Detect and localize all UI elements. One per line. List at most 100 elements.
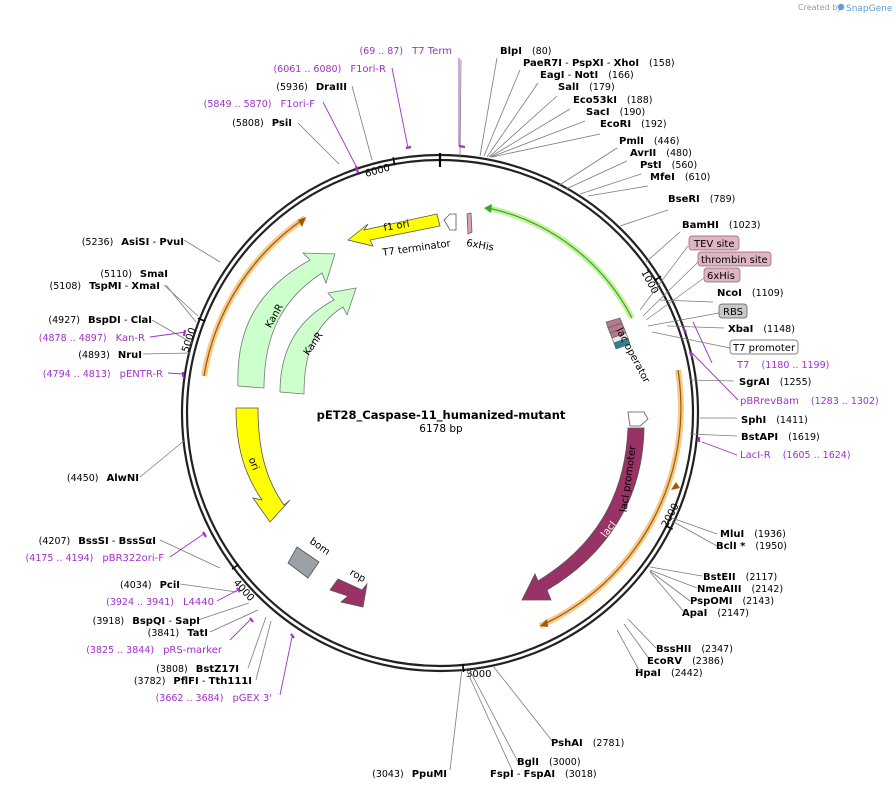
- enzyme-label: PmlI(446): [619, 136, 679, 147]
- enzyme-label: (3808) BstZ17I: [156, 664, 239, 675]
- enzyme-name: AvrII: [630, 148, 656, 159]
- enzyme-position: (1148): [763, 324, 795, 335]
- enzyme-name: PspOMI: [690, 596, 732, 607]
- enzyme-separator: -: [604, 58, 614, 69]
- tick-mark: [392, 157, 396, 166]
- enzyme-label: BclI *(1950): [716, 541, 787, 552]
- enzyme-separator: -: [165, 616, 175, 627]
- primer-name: LacI-R: [740, 450, 771, 461]
- tev-site-label: TEV site: [693, 239, 735, 250]
- enzyme-position: (1023): [729, 220, 761, 231]
- enzyme-position: (4034): [120, 580, 152, 591]
- enzyme-name: PvuI: [159, 237, 184, 248]
- primer-name: T7 Term: [411, 46, 452, 57]
- enzyme-name: NcoI: [717, 288, 742, 299]
- t7-terminator-feature: [443, 213, 457, 231]
- plasmid-name: pET28_Caspase-11_humanized-mutant: [317, 408, 566, 423]
- primer-name: pENTR-R: [120, 369, 163, 380]
- ori-feature: [235, 407, 291, 523]
- enzyme-name: BspDI: [88, 315, 121, 326]
- enzyme-label: (4893)NruI: [78, 350, 142, 361]
- rop-label: rop: [348, 567, 368, 585]
- tick-label: 3000: [466, 669, 491, 680]
- enzyme-name: BspQI: [132, 616, 165, 627]
- primer-name: L4440: [183, 597, 214, 608]
- enzyme-name: BstZ17I: [196, 664, 239, 675]
- enzyme-name: XhoI: [614, 58, 639, 69]
- enzyme-separator: -: [109, 536, 119, 547]
- enzyme-name: NruI: [118, 350, 142, 361]
- primer-label: (3662 .. 3684)pGEX 3': [156, 693, 272, 704]
- enzyme-name: PspXI: [572, 58, 604, 69]
- tick-mark: [665, 524, 673, 530]
- enzyme-label: MluI(1936): [720, 529, 786, 540]
- kanr-outer-feature: [237, 252, 336, 389]
- enzyme-name: ClaI: [131, 315, 152, 326]
- enzyme-label: BglI(3000): [517, 757, 581, 768]
- primer-label: pBRrevBam(1283 .. 1302): [740, 396, 879, 407]
- thrombin-site-box: [697, 251, 772, 267]
- enzyme-label: (4034)PciI: [120, 580, 180, 591]
- enzyme-separator: -: [514, 769, 524, 780]
- enzyme-separator: -: [121, 281, 131, 292]
- enzyme-label: (3043)PpuMI: [372, 769, 447, 780]
- bom-label: bom: [307, 536, 332, 558]
- enzyme-position: (1619): [788, 432, 820, 443]
- enzyme-labels: BlpI(80)PaeR7I - PspXI - XhoI(158)EagI -…: [39, 46, 820, 780]
- tick-mark: [461, 663, 465, 673]
- enzyme-name: FspI: [490, 769, 514, 780]
- f1-ori-feature: [347, 213, 441, 247]
- his-site-box: [703, 267, 741, 283]
- enzyme-name: NmeAIII: [697, 584, 741, 595]
- enzyme-position: (2142): [751, 584, 783, 595]
- tev-site-box: [688, 235, 740, 251]
- lac-operator-feature: [605, 317, 631, 350]
- primer-labels: (69 .. 87)T7 Term(6061 .. 6080)F1ori-R(5…: [26, 46, 879, 704]
- enzyme-position: (2781): [593, 738, 625, 749]
- enzyme-label: SalI(179): [558, 82, 615, 93]
- orf-line-laci: [539, 369, 682, 627]
- enzyme-name: BstAPI: [741, 432, 778, 443]
- lac-operator-label: lac operator: [613, 326, 652, 385]
- enzyme-name: BssHII: [656, 644, 691, 655]
- enzyme-name: MfeI: [650, 172, 675, 183]
- enzyme-position: (80): [532, 46, 552, 57]
- primer-range: (1605 .. 1624): [783, 450, 851, 461]
- primer-name: F1ori-F: [281, 99, 316, 110]
- primer-name: F1ori-R: [350, 64, 386, 75]
- enzyme-position: (188): [627, 95, 653, 106]
- orf-arrowhead-kan: [298, 217, 306, 227]
- enzyme-label: FspI - FspAI(3018): [490, 769, 597, 780]
- enzyme-position: (3808): [156, 664, 188, 675]
- orf-line-kan: [203, 217, 306, 377]
- tick-label: 2000: [660, 502, 682, 530]
- primer-range: (3924 .. 3941): [106, 597, 174, 608]
- laci-promoter-feature: [627, 411, 649, 427]
- enzyme-position: (2117): [746, 572, 778, 583]
- enzyme-label: EagI - NotI(166): [540, 70, 634, 81]
- primer-label: (3924 .. 3941) L4440: [106, 597, 214, 608]
- enzyme-label: EcoRI(192): [600, 119, 667, 130]
- enzyme-name: BssSI: [78, 536, 108, 547]
- enzyme-name: PmlI: [619, 136, 644, 147]
- primer-range: (4878 .. 4897): [39, 333, 107, 344]
- enzyme-name: PsiI: [272, 118, 292, 129]
- enzyme-label: Eco53kI(188): [573, 95, 652, 106]
- plasmid-length: 6178 bp: [419, 423, 463, 435]
- enzyme-position: (560): [672, 160, 698, 171]
- enzyme-position: (166): [608, 70, 634, 81]
- laci-feature: [521, 427, 645, 601]
- tick-mark: [197, 317, 206, 322]
- enzyme-name: EagI: [540, 70, 564, 81]
- enzyme-position: (5236): [82, 237, 114, 248]
- snapgene-logo-icon: [837, 3, 845, 11]
- enzyme-position: (3043): [372, 769, 404, 780]
- enzyme-name: TatI: [187, 628, 208, 639]
- enzyme-label: (4207)BssSI - BssSαI: [39, 536, 156, 547]
- primer-label: LacI-R (1605 .. 1624): [740, 450, 851, 461]
- enzyme-position: (2386): [692, 656, 724, 667]
- rbs-box: [718, 303, 748, 319]
- primer-range: (4175 .. 4194): [26, 553, 94, 564]
- enzyme-label: SphI(1411): [741, 415, 808, 426]
- enzyme-position: (3841): [148, 628, 180, 639]
